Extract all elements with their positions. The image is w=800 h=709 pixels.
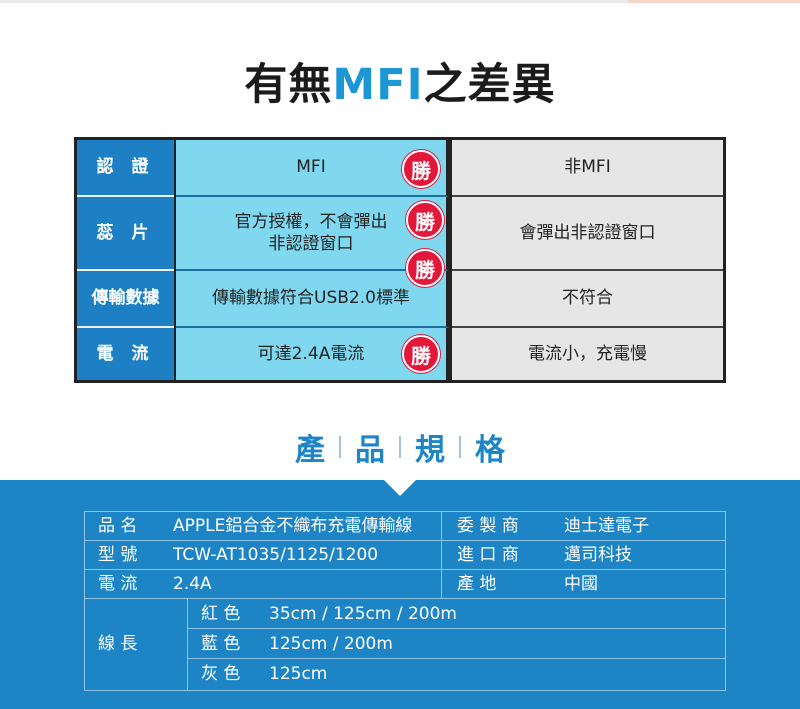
spec-rule xyxy=(85,569,725,570)
mfi-cell-line: 非認證窗口 xyxy=(268,234,354,254)
top-accent xyxy=(628,0,800,3)
spec-rule xyxy=(187,628,725,629)
compare-row-data-transfer: 傳輸數據 傳輸數據符合USB2.0標準 不符合 xyxy=(77,271,723,328)
win-badge: 勝 xyxy=(406,249,444,287)
mfi-cell-line: 官方授權，不會彈出 xyxy=(234,211,388,232)
length-value: 35cm / 125cm / 200m xyxy=(269,604,457,624)
compare-row-chip: 蕊 片 官方授權，不會彈出 非認證窗口 會彈出非認證窗口 xyxy=(77,197,723,271)
top-divider xyxy=(0,0,800,3)
title-prefix: 有無 xyxy=(244,60,333,110)
compare-row-certification: 認 證 MFI 非MFI xyxy=(77,140,723,197)
length-value: 125cm / 200m xyxy=(269,634,393,654)
spec-heading-char: 品 xyxy=(355,433,385,468)
length-color: 紅 色 xyxy=(201,604,241,624)
win-badge: 勝 xyxy=(402,335,440,373)
row-label: 傳輸數據 xyxy=(77,271,174,328)
spec-rule xyxy=(187,658,725,659)
non-mfi-cell: 不符合 xyxy=(452,271,723,328)
non-mfi-cell: 電流小，充電慢 xyxy=(452,328,723,380)
spec-heading-char: 產 xyxy=(295,433,325,468)
page-title: 有無MFI之差異 xyxy=(0,50,800,112)
row-label: 電 流 xyxy=(77,328,174,380)
spec-value-name: APPLE鋁合金不織布充電傳輸線 xyxy=(173,516,413,536)
spec-rule xyxy=(441,512,442,598)
spec-heading-char: 規 xyxy=(415,433,445,468)
length-color: 藍 色 xyxy=(201,634,241,654)
comparison-table: 認 證 MFI 非MFI 蕊 片 官方授權，不會彈出 非認證窗口 會彈出非認證窗… xyxy=(74,137,726,383)
length-color: 灰 色 xyxy=(201,664,241,684)
non-mfi-cell: 非MFI xyxy=(452,140,723,197)
mfi-cell: MFI xyxy=(176,140,449,197)
spec-rule xyxy=(85,540,725,541)
row-label: 認 證 xyxy=(77,140,174,197)
spec-table: 品 名 APPLE鋁合金不織布充電傳輸線 委 製 商 迪士達電子 型 號 TCW… xyxy=(84,511,726,691)
spec-heading: 產 品 規 格 xyxy=(0,425,800,469)
mfi-cell: 傳輸數據符合USB2.0標準 xyxy=(176,271,449,328)
length-value: 125cm xyxy=(269,664,328,684)
spec-heading-char: 格 xyxy=(475,433,505,468)
spec-value-importer: 邁司科技 xyxy=(564,545,632,565)
win-badge: 勝 xyxy=(406,201,444,239)
win-badge: 勝 xyxy=(402,150,440,188)
compare-row-current: 電 流 可達2.4A電流 電流小，充電慢 xyxy=(77,328,723,380)
spec-rule xyxy=(85,598,725,599)
mfi-cell: 官方授權，不會彈出 非認證窗口 xyxy=(176,197,449,271)
spec-label-origin: 產 地 xyxy=(457,574,497,594)
spec-panel xyxy=(0,480,800,709)
row-label: 蕊 片 xyxy=(77,197,174,271)
panel-notch xyxy=(384,480,416,496)
spec-label-current: 電 流 xyxy=(98,574,138,594)
heading-divider xyxy=(399,436,401,458)
spec-value-maker: 迪士達電子 xyxy=(564,516,649,536)
title-highlight: MFI xyxy=(332,60,424,110)
spec-label-model: 型 號 xyxy=(98,545,138,565)
heading-divider xyxy=(339,436,341,458)
spec-value-origin: 中國 xyxy=(564,574,598,594)
spec-rule xyxy=(187,598,188,691)
non-mfi-cell: 會彈出非認證窗口 xyxy=(452,197,723,271)
title-suffix: 之差異 xyxy=(423,60,556,110)
heading-divider xyxy=(459,436,461,458)
spec-value-current: 2.4A xyxy=(173,574,212,594)
spec-label-length: 線 長 xyxy=(98,634,138,654)
spec-label-name: 品 名 xyxy=(98,516,138,536)
spec-label-maker: 委 製 商 xyxy=(457,516,519,536)
spec-value-model: TCW-AT1035/1125/1200 xyxy=(173,545,379,565)
column-divider xyxy=(174,140,176,380)
spec-label-importer: 進 口 商 xyxy=(457,545,519,565)
